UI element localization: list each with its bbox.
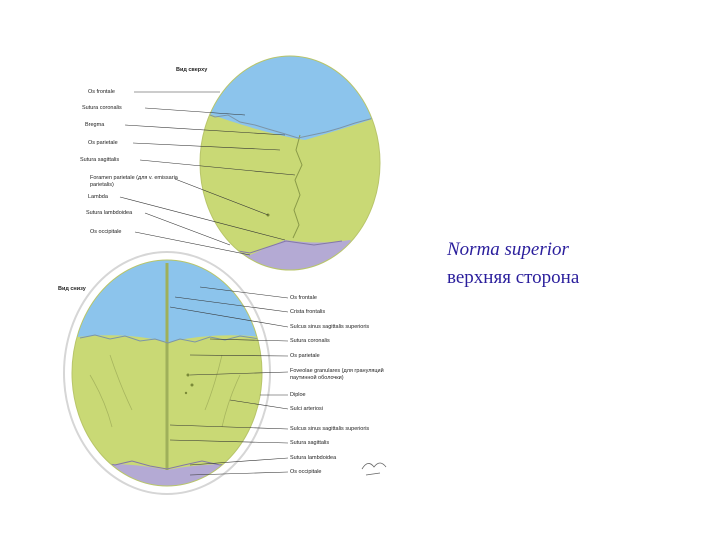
upper-view-heading: Вид сверху (176, 67, 208, 73)
lower-label-os-parietale: Os parietale (290, 353, 320, 359)
upper-label-sutura-coronalis: Sutura coronalis (82, 105, 122, 111)
slide-caption: Norma superior верхняя сторона (447, 236, 579, 292)
upper-sagittal-suture (292, 134, 303, 239)
upper-label-os-occipitale: Os occipitale (90, 229, 122, 235)
upper-lambdoid-suture (224, 240, 343, 254)
upper-label-bregma: Bregma (85, 122, 105, 128)
lower-leader-line (209, 338, 289, 342)
lower-granular-foveola (186, 373, 190, 377)
upper-leader-line (119, 196, 286, 241)
upper-label-sutura-lambdoidea: Sutura lambdoidea (86, 210, 133, 216)
upper-skull (200, 56, 380, 270)
lower-label-crista-frontalis: Crista frontalis (290, 309, 326, 315)
upper-skull-outline (199, 55, 381, 271)
lower-arterial-grooves (89, 354, 241, 428)
upper-leader-line (124, 124, 286, 136)
lower-label-os-occipitale: Os occipitale (290, 469, 322, 475)
lower-leader-line (199, 286, 289, 299)
lower-label-sutura-sagittalis: Sutura sagittalis (290, 440, 330, 446)
lower-label-diploe: Diploe (290, 392, 306, 398)
upper-label-os-frontale: Os frontale (88, 89, 115, 95)
lower-label-os-frontale: Os frontale (290, 295, 317, 301)
caption-title: Norma superior (447, 239, 569, 260)
lower-label-sutura-lambdoidea: Sutura lambdoidea (290, 455, 337, 461)
lower-leader-line (189, 354, 289, 357)
lower-leader-line (169, 439, 289, 444)
upper-label-foramen-parietale: Foramen parietale (для v. emissaria pari… (90, 175, 178, 188)
lower-leader-line (189, 371, 289, 376)
lower-coronal-suture (79, 334, 261, 344)
upper-leader-line (134, 231, 251, 256)
lower-label-sutura-coronalis: Sutura coronalis (290, 338, 330, 344)
skull-illustration (63, 55, 387, 495)
lower-leader-line (169, 306, 289, 328)
upper-coronal-suture (200, 110, 380, 139)
lower-frontal-region (72, 260, 262, 342)
upper-label-os-parietale: Os parietale (88, 140, 118, 146)
lower-leader-line (169, 424, 289, 430)
lower-leader-line (229, 399, 289, 410)
upper-leader-line (144, 107, 246, 116)
lower-leader-line (174, 296, 289, 313)
caption-subtitle: верхняя сторона (447, 267, 580, 288)
lower-label-sulcus-sinus-sagittalis: Sulcus sinus sagittalis superioris (290, 324, 370, 330)
upper-leader-line (132, 142, 281, 151)
lower-granular-foveola (184, 391, 188, 395)
upper-leader-line (139, 159, 296, 176)
lower-leader-line (189, 471, 289, 476)
lower-label-sulcus-sinus-sagittalis-2: Sulcus sinus sagittalis superioris (290, 426, 370, 432)
lower-view-heading: Вид снизу (58, 286, 86, 292)
lower-skull-outer-rim (63, 251, 271, 495)
upper-frontal-region (200, 56, 380, 140)
upper-leader-line (144, 212, 231, 246)
lower-leader-line (189, 457, 289, 466)
lower-granular-foveola (190, 383, 194, 387)
artist-signature (361, 462, 387, 476)
lower-label-sulci-arteriosi: Sulci arteriosi (290, 406, 324, 412)
upper-leader-lines (119, 91, 296, 256)
upper-leader-line (174, 178, 269, 216)
lower-label-foveolae-granulares: Foveolae granulares (для грануляций паут… (290, 368, 384, 381)
upper-label-sutura-sagittalis: Sutura sagittalis (80, 157, 120, 163)
upper-label-lambda: Lambda (88, 194, 108, 200)
lower-leader-lines (169, 286, 289, 476)
skull-figure: Вид сверху Os frontale Sutura coronalis … (50, 55, 400, 495)
